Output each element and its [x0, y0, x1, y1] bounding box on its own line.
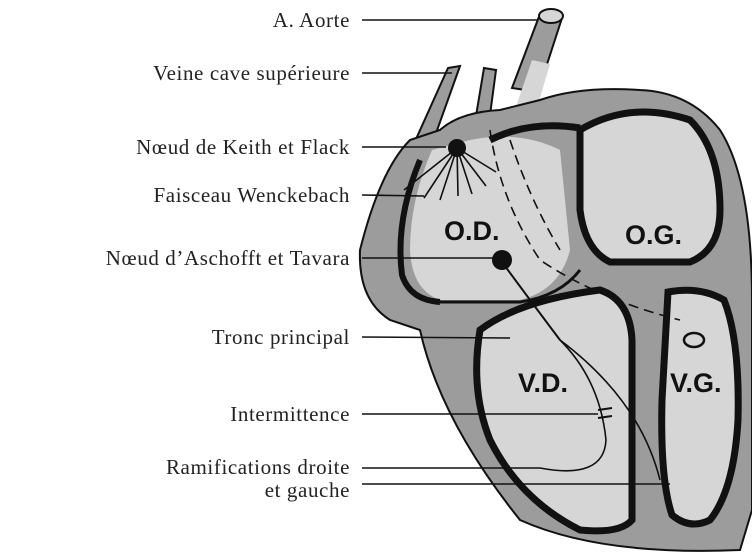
- aschoff-tawara-node: [492, 250, 512, 270]
- aorta-opening: [539, 9, 563, 23]
- label-faisceau: Faisceau Wenckebach: [154, 183, 350, 207]
- chamber-label-vg: V.G.: [670, 368, 722, 398]
- label-ramifications-2: et gauche: [265, 478, 350, 502]
- chamber-label-og: O.G.: [625, 220, 682, 250]
- chamber-label-od: O.D.: [444, 216, 500, 246]
- left-ventricle: [662, 290, 739, 524]
- label-tronc: Tronc principal: [212, 325, 350, 349]
- label-ramifications-1: Ramifications droite: [166, 455, 350, 479]
- label-intermittence: Intermittence: [230, 402, 350, 426]
- label-noeud-aschofft: Nœud d’Aschofft et Tavara: [106, 246, 350, 270]
- label-noeud-keith: Nœud de Keith et Flack: [136, 135, 350, 159]
- label-veine-cave: Veine cave supérieure: [153, 61, 350, 85]
- valve-opening: [684, 333, 704, 347]
- label-aorte: A. Aorte: [273, 8, 350, 32]
- chamber-label-vd: V.D.: [518, 368, 568, 398]
